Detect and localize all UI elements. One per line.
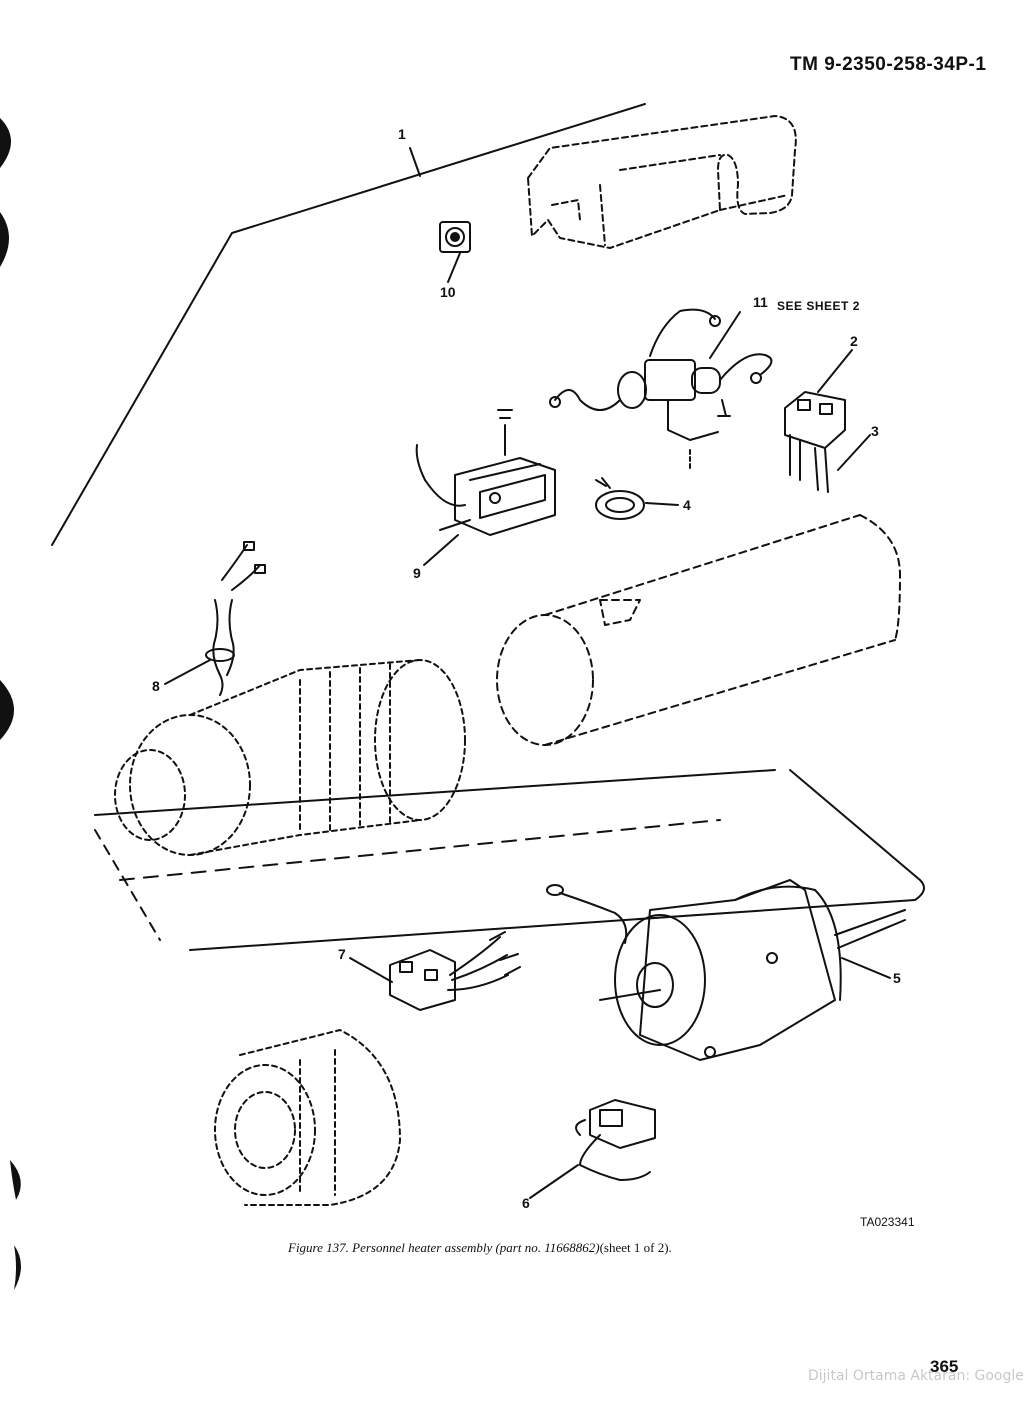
callout-6: 6: [522, 1195, 530, 1211]
caption-title: Figure 137. Personnel heater assembly (p…: [288, 1240, 600, 1255]
heat-exchanger: [114, 659, 466, 856]
caption-sheet: (sheet 1 of 2).: [599, 1240, 672, 1255]
watermark-text: Dijital Ortama Aktaran: Google: [808, 1368, 1024, 1384]
callout-4: 4: [683, 497, 691, 513]
callout-7: 7: [338, 946, 346, 962]
relay-part: [415, 409, 556, 536]
leader-line-1: [51, 103, 646, 546]
figure-caption: Figure 137. Personnel heater assembly (p…: [288, 1240, 672, 1256]
binding-marks: [0, 118, 21, 1290]
callout-8: 8: [152, 678, 160, 694]
solenoid-valve-part: [549, 308, 773, 441]
blower-housing: [214, 1029, 401, 1206]
callout-2: 2: [850, 333, 858, 349]
cover-shape: [527, 115, 797, 249]
heater-housing: [496, 514, 901, 746]
switch-with-leads-part: [575, 1099, 656, 1181]
callout-5: 5: [893, 970, 901, 986]
base-plate-outline: [94, 769, 925, 951]
art-id: TA023341: [860, 1215, 915, 1229]
page-number: 365: [930, 1357, 959, 1376]
callout-10: 10: [440, 284, 456, 300]
grommet-part: [595, 477, 645, 520]
callout-11-note: SEE SHEET 2: [777, 299, 860, 313]
harness-part: [205, 541, 266, 696]
callout-3: 3: [871, 423, 879, 439]
callout-9: 9: [413, 565, 421, 581]
document-number: TM 9-2350-258-34P-1: [790, 54, 987, 75]
callout-1: 1: [398, 126, 406, 142]
connector-part: [439, 221, 471, 253]
switch-part: [784, 391, 846, 493]
blower-motor-part: [546, 879, 906, 1061]
callout-11: 11: [753, 294, 768, 310]
terminal-block-part: [389, 931, 521, 1011]
